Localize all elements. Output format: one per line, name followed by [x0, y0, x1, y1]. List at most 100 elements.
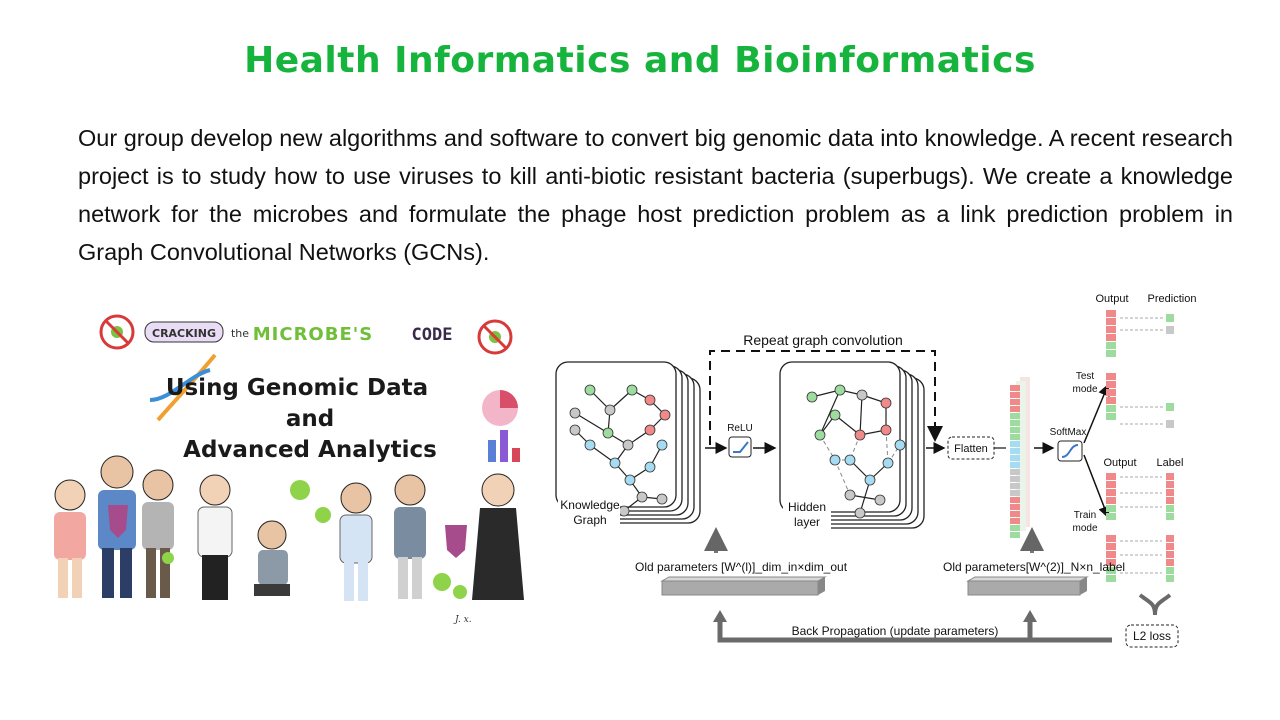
vector-cell: [1010, 504, 1020, 510]
poster-cracking: CRACKING: [152, 327, 216, 340]
hidden-layer-stack: Hidden layer: [779, 361, 925, 533]
team-cartoon-figures: [54, 455, 524, 601]
old-params-1-bar: [660, 576, 827, 596]
gcn-diagram: Repeat graph convolution: [555, 293, 1197, 648]
dna-helix-icon: [149, 353, 217, 422]
vector-cell: [1106, 551, 1116, 558]
vector-cell: [1106, 575, 1116, 582]
vector-cell: [1166, 513, 1174, 520]
output-bottom-label: Output: [1103, 457, 1136, 469]
train-mode-output: [1106, 473, 1174, 582]
knowledge-graph-stack: Knowledge Graph: [555, 361, 701, 531]
pie-chart-icon: [482, 390, 520, 462]
vector-cell: [1106, 405, 1116, 412]
vector-cell: [1106, 513, 1116, 520]
person-figure: [54, 479, 86, 598]
prediction-cell: [1166, 326, 1174, 334]
intro-paragraph: Our group develop new algorithms and sof…: [78, 125, 1233, 265]
backprop-arrow: [717, 620, 1112, 643]
vector-cell: [1166, 567, 1174, 574]
vector-cell: [1106, 381, 1116, 388]
poster-line-1: Using Genomic Data: [166, 375, 428, 401]
knowledge-graph-label-2: Graph: [573, 513, 606, 527]
poster-line-2: and: [286, 406, 334, 432]
poster-signature: J. x.: [453, 615, 472, 625]
vector-cell: [1106, 543, 1116, 550]
person-figure: [339, 482, 373, 601]
vector-cell: [1106, 413, 1116, 420]
vector-cell: [1106, 489, 1116, 496]
vector-cell: [1106, 350, 1116, 357]
vector-cell: [1166, 473, 1174, 480]
vector-cell: [1166, 575, 1174, 582]
prediction-cell: [1166, 420, 1174, 428]
vector-cell: [1166, 559, 1174, 566]
poster-microbes: MICROBE'S: [253, 324, 373, 345]
vector-cell: [1010, 518, 1020, 524]
test-mode-label-1: Test: [1076, 371, 1095, 382]
softmax-label: SoftMax: [1050, 427, 1087, 438]
vector-cell: [1166, 505, 1174, 512]
relu-icon: [728, 436, 752, 458]
vector-cell: [1010, 455, 1020, 461]
person-figure: [197, 474, 233, 600]
knowledge-graph-nodes: [569, 384, 671, 517]
person-figure: [394, 474, 426, 599]
softmax-icon: [1057, 440, 1083, 462]
prediction-label: Prediction: [1148, 293, 1197, 305]
vector-cell: [1010, 462, 1020, 468]
no-virus-icon: [477, 319, 513, 355]
label-label: Label: [1157, 457, 1184, 469]
vector-cell: [1106, 334, 1116, 341]
vector-cell: [1010, 420, 1020, 426]
vector-cell: [1010, 434, 1020, 440]
vector-cell: [1010, 399, 1020, 405]
vector-cell: [1166, 497, 1174, 504]
knowledge-graph-label-1: Knowledge: [560, 498, 620, 512]
vector-cell: [1010, 476, 1020, 482]
vector-cell: [1106, 373, 1116, 380]
hidden-layer-label-1: Hidden: [788, 500, 826, 514]
l2-loss-box: [1125, 624, 1179, 648]
prediction-cell: [1166, 314, 1174, 322]
vector-cell: [1106, 505, 1116, 512]
person-figure: [254, 520, 290, 596]
vector-cell: [1166, 481, 1174, 488]
vector-cell: [1010, 497, 1020, 503]
person-figure: [445, 473, 524, 600]
poster-header: CRACKING the MICROBE'S CODE: [144, 321, 453, 345]
vector-cell: [1106, 481, 1116, 488]
no-virus-icon: [99, 314, 135, 350]
train-mode-label-2: mode: [1072, 523, 1097, 534]
vector-cell: [1106, 342, 1116, 349]
vector-cell: [1010, 406, 1020, 412]
vector-cell: [1010, 469, 1020, 475]
hidden-layer-nodes: [806, 384, 906, 519]
vector-cell: [1106, 535, 1116, 542]
poster-code: CODE: [412, 325, 453, 345]
vector-cell: [1106, 473, 1116, 480]
poster-the: the: [231, 327, 249, 340]
vector-cell: [1010, 532, 1020, 538]
lab-poster-illustration: CRACKING the MICROBE'S CODE Using Genomi…: [54, 314, 524, 625]
vector-cell: [1106, 318, 1116, 325]
vector-cell: [1166, 551, 1174, 558]
vector-cell: [1010, 525, 1020, 531]
flatten-label: Flatten: [954, 443, 988, 455]
vector-cell: [1106, 326, 1116, 333]
person-figure: [98, 455, 136, 598]
person-figure: [142, 469, 174, 598]
vector-cell: [1010, 448, 1020, 454]
poster-line-3: Advanced Analytics: [183, 437, 437, 463]
vector-cell: [1010, 490, 1020, 496]
vector-cell: [1010, 511, 1020, 517]
vector-cell: [1106, 397, 1116, 404]
slide-title: Health Informatics and Bioinformatics: [244, 40, 1036, 81]
old-params-2-label: Old parameters[W^(2)]_N×n_label: [943, 560, 1125, 574]
repeat-loop-arrow: [709, 350, 943, 445]
train-mode-label-1: Train: [1074, 510, 1096, 521]
vector-cell: [1010, 441, 1020, 447]
prediction-cell: [1166, 403, 1174, 411]
old-params-1-label: Old parameters [W^(l)]_dim_in×dim_out: [635, 560, 848, 574]
vector-cell: [1166, 489, 1174, 496]
